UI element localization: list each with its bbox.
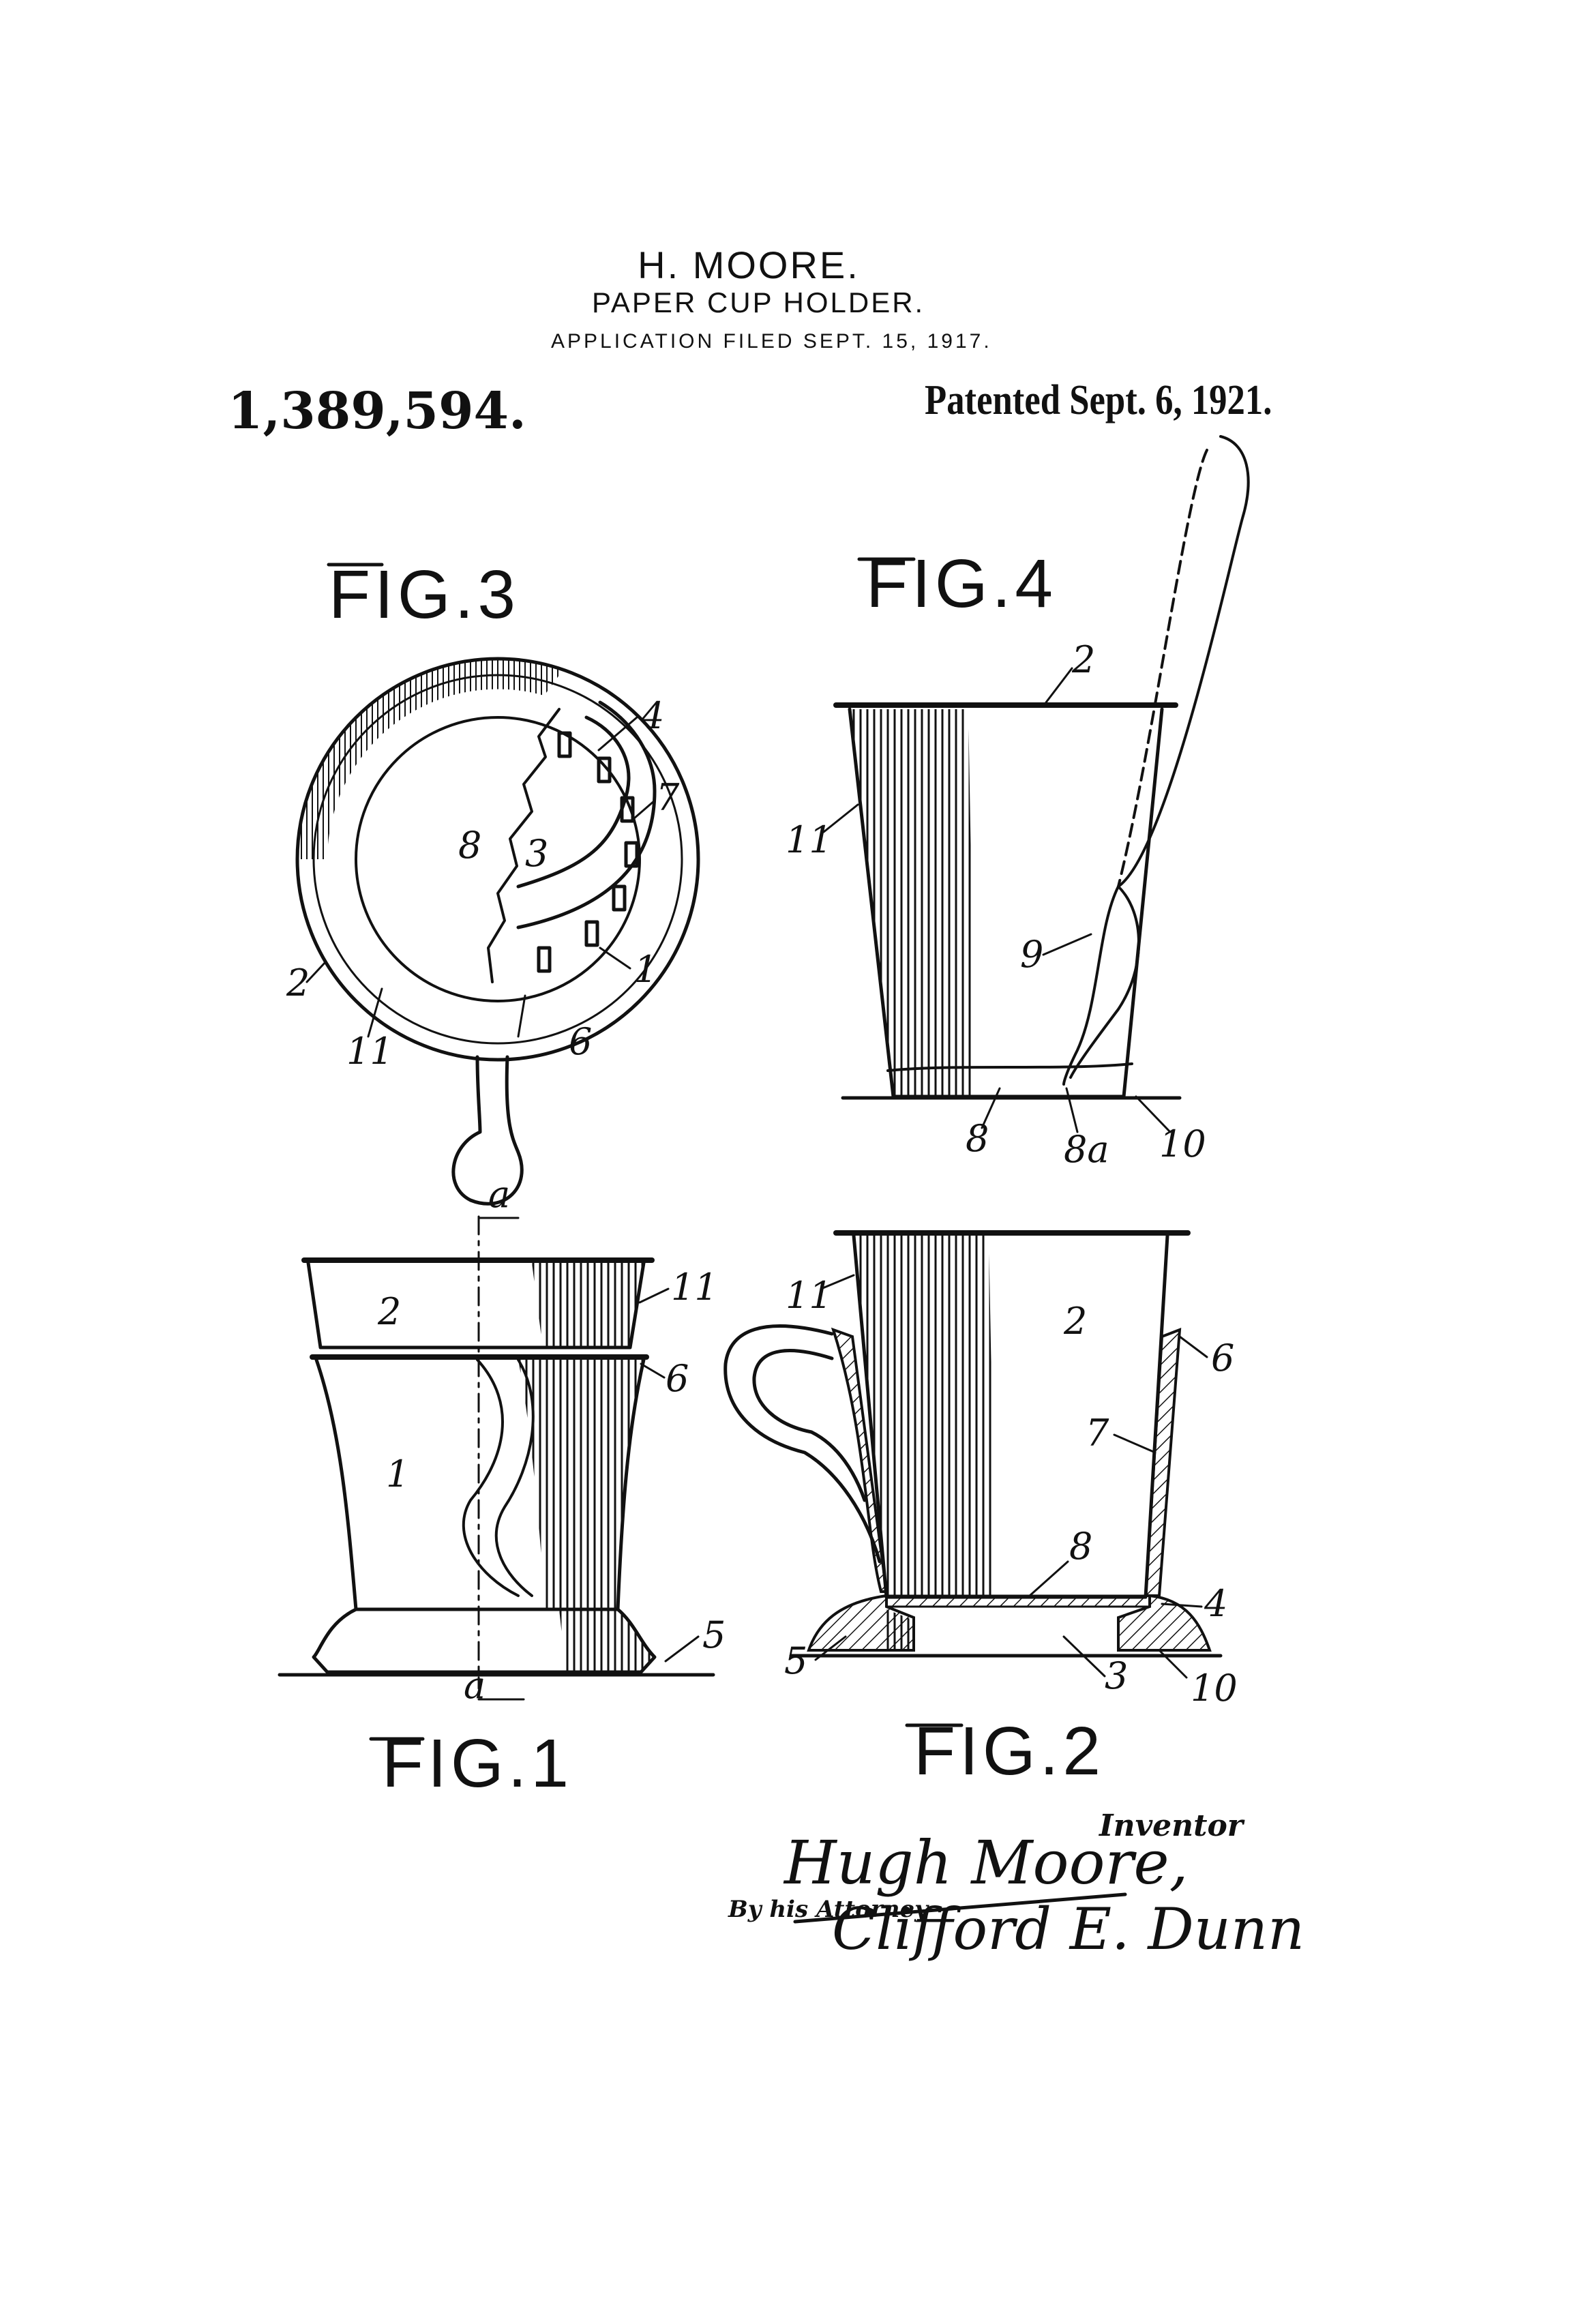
ref-a-top: a xyxy=(488,1173,510,1216)
ref-11: 11 xyxy=(786,1274,833,1317)
ref-5: 5 xyxy=(784,1639,807,1682)
ref-10: 10 xyxy=(1191,1667,1238,1710)
ref-2: 2 xyxy=(286,962,310,1004)
figure-1-drawing xyxy=(280,1217,713,1699)
ref-6: 6 xyxy=(666,1357,689,1400)
ref-8: 8 xyxy=(1069,1525,1092,1568)
figure-3-drawing xyxy=(297,659,698,1204)
figure-4: FIG.4 2 11 9 8 8a 10 xyxy=(786,436,1249,1171)
ref-11: 11 xyxy=(786,818,833,861)
ref-1: 1 xyxy=(634,948,657,991)
figure-2: FIG.2 11 2 6 7 8 4 5 3 10 xyxy=(726,1233,1238,1789)
ref-a-bottom: a xyxy=(464,1664,486,1707)
ref-8a: 8a xyxy=(1064,1128,1109,1171)
ref-9: 9 xyxy=(1020,933,1043,976)
figure-4-drawing xyxy=(836,436,1249,1098)
figure-3: FIG.3 4 7 8 3 2 1 11 6 xyxy=(286,556,698,1204)
ref-2: 2 xyxy=(1063,1300,1087,1343)
ref-2: 2 xyxy=(1071,638,1095,681)
ref-1: 1 xyxy=(386,1452,409,1495)
ref-11: 11 xyxy=(671,1266,718,1309)
ref-8: 8 xyxy=(966,1117,989,1160)
ref-6: 6 xyxy=(1211,1337,1234,1380)
inventor-signature: Hugh Moore, xyxy=(784,1828,1189,1898)
ref-11: 11 xyxy=(346,1030,393,1073)
attorney-signature: Clifford E. Dunn xyxy=(832,1896,1304,1963)
ref-8: 8 xyxy=(458,824,481,867)
ref-7: 7 xyxy=(1086,1412,1109,1455)
ref-3: 3 xyxy=(1105,1654,1128,1697)
ref-6: 6 xyxy=(569,1020,592,1063)
ref-2: 2 xyxy=(377,1290,401,1333)
fig4-label: FIG.4 xyxy=(866,546,1057,622)
ref-3: 3 xyxy=(525,832,548,875)
ref-4: 4 xyxy=(1204,1582,1227,1625)
fig1-label: FIG.1 xyxy=(382,1725,573,1802)
ref-7: 7 xyxy=(656,776,680,819)
figure-1: FIG.1 a 2 11 6 1 5 a xyxy=(280,1173,726,1802)
ref-5: 5 xyxy=(702,1613,726,1656)
ref-4: 4 xyxy=(640,694,664,737)
fig3-label: FIG.3 xyxy=(329,556,520,633)
